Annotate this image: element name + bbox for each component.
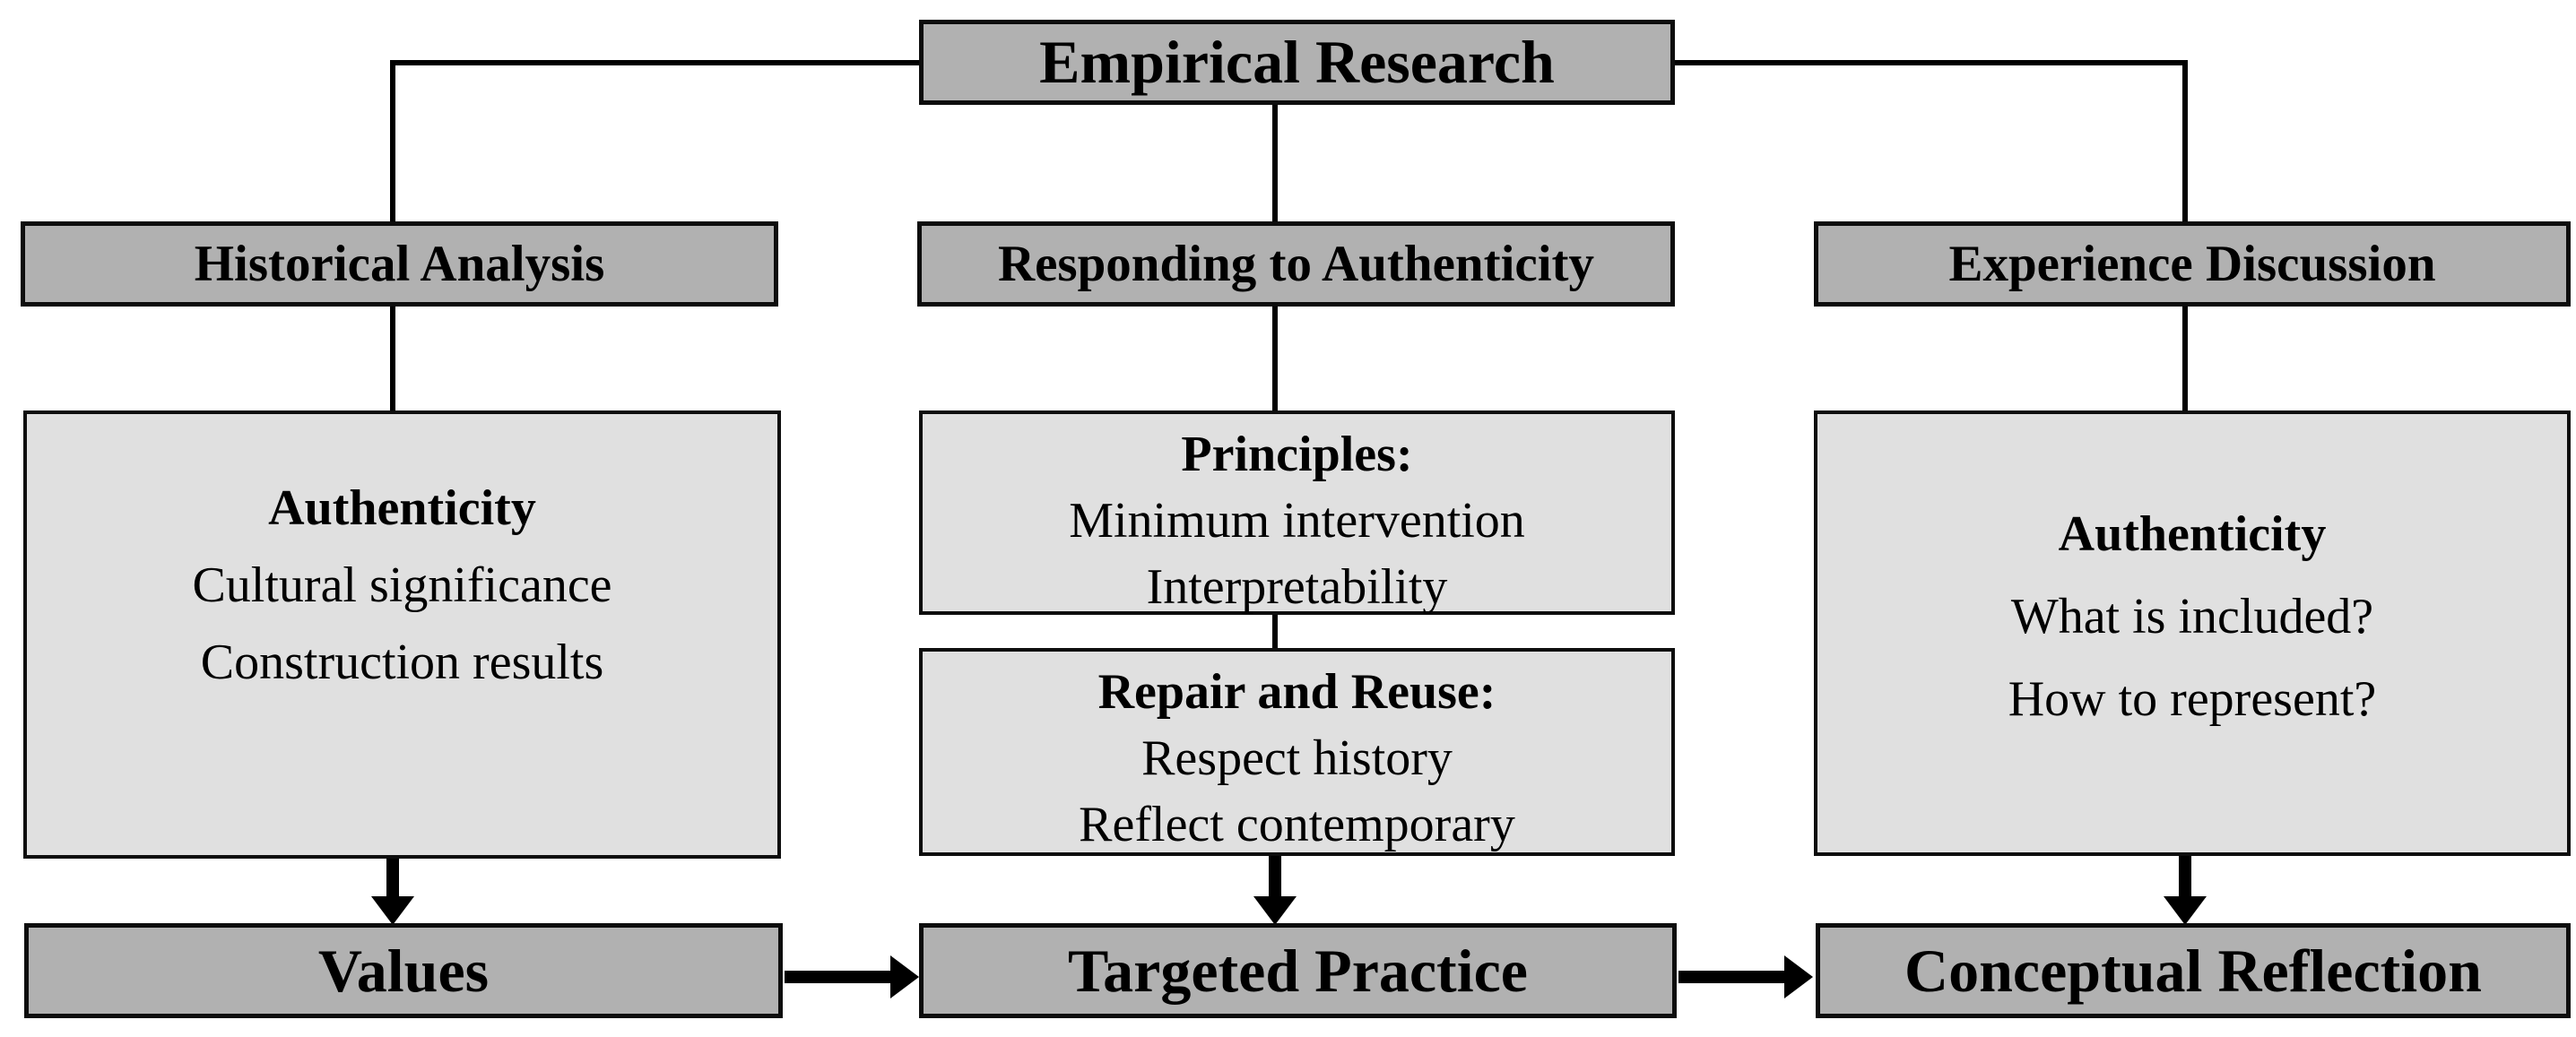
- content-line: Reflect contemporary: [1079, 797, 1515, 852]
- node-values: Values: [24, 923, 783, 1018]
- arrow-right-content-to-conceptual-reflection: [2164, 854, 2207, 925]
- node-historical-analysis: Historical Analysis: [21, 221, 778, 307]
- node-targeted-practice: Targeted Practice: [919, 923, 1677, 1018]
- content-line: Respect history: [1141, 730, 1453, 786]
- content-line: How to represent?: [2008, 671, 2377, 727]
- arrow-left-content-to-values: [371, 857, 414, 925]
- content-title: Authenticity: [268, 480, 536, 536]
- content-box-authenticity-right: Authenticity What is included? How to re…: [1814, 410, 2571, 856]
- content-title: Authenticity: [2058, 506, 2327, 562]
- arrow-values-to-targeted-practice: [785, 955, 919, 998]
- content-line: Minimum intervention: [1069, 493, 1525, 549]
- arrow-repair-reuse-to-targeted-practice: [1253, 854, 1297, 925]
- content-line: Interpretability: [1146, 559, 1448, 615]
- node-responding-to-authenticity: Responding to Authenticity: [917, 221, 1675, 307]
- node-experience-discussion-label: Experience Discussion: [1948, 236, 2436, 292]
- content-line: What is included?: [2010, 589, 2374, 644]
- node-historical-analysis-label: Historical Analysis: [194, 236, 605, 292]
- content-line: Cultural significance: [192, 557, 612, 613]
- node-conceptual-reflection: Conceptual Reflection: [1816, 923, 2571, 1018]
- content-box-principles: Principles: Minimum intervention Interpr…: [919, 410, 1675, 615]
- content-title: Principles:: [1181, 427, 1413, 482]
- content-title: Repair and Reuse:: [1097, 664, 1496, 720]
- arrow-targeted-practice-to-conceptual-reflection: [1678, 955, 1813, 998]
- node-conceptual-reflection-label: Conceptual Reflection: [1904, 936, 2482, 1005]
- content-box-authenticity-left: Authenticity Cultural significance Const…: [23, 410, 781, 859]
- connector-root-to-experience-discussion: [1675, 60, 2188, 226]
- node-experience-discussion: Experience Discussion: [1814, 221, 2571, 307]
- content-box-repair-and-reuse: Repair and Reuse: Respect history Reflec…: [919, 648, 1675, 856]
- node-responding-to-authenticity-label: Responding to Authenticity: [997, 236, 1595, 292]
- node-empirical-research-label: Empirical Research: [1039, 28, 1555, 96]
- content-line: Construction results: [200, 635, 604, 690]
- node-values-label: Values: [317, 936, 490, 1005]
- connector-root-to-historical-analysis: [390, 60, 919, 226]
- node-empirical-research: Empirical Research: [919, 20, 1675, 105]
- node-targeted-practice-label: Targeted Practice: [1068, 936, 1528, 1005]
